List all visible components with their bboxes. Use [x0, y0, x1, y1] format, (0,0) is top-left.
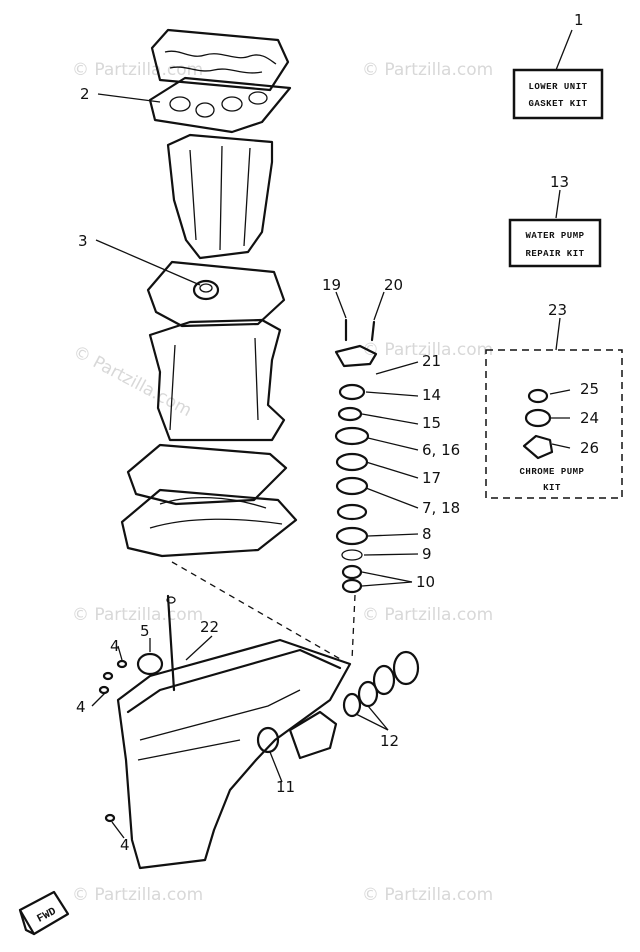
gasket-part — [148, 76, 292, 134]
watermark: © Partzilla.com — [72, 605, 203, 625]
callout: 20 — [384, 276, 403, 294]
callout: 2 — [80, 85, 90, 103]
callout: 11 — [276, 778, 295, 796]
callout: 3 — [78, 232, 88, 250]
callout: 26 — [580, 439, 599, 457]
lower-unit-gasket-kit-box: LOWER UNIT GASKET KIT — [512, 68, 604, 120]
watermark: © Partzilla.com — [362, 60, 493, 80]
callout: 5 — [140, 622, 150, 640]
bolts-part — [98, 659, 128, 823]
kit-label: CHROME PUMP — [520, 467, 585, 477]
callout: 19 — [322, 276, 341, 294]
callout: 12 — [380, 732, 399, 750]
chrome-pump-kit-box: CHROME PUMP KIT — [485, 349, 623, 499]
watermark: © Partzilla.com — [72, 60, 203, 80]
callout: 17 — [422, 469, 441, 487]
watermark: © Partzilla.com — [362, 340, 493, 360]
callout: 9 — [422, 545, 432, 563]
watermark: © Partzilla.com — [70, 342, 195, 421]
kit-label: WATER PUMP — [525, 231, 584, 241]
callout: 21 — [422, 352, 441, 370]
kit-label: GASKET KIT — [528, 99, 587, 109]
seal-part — [136, 652, 164, 676]
callout: 25 — [580, 380, 599, 398]
watermark: © Partzilla.com — [362, 885, 493, 905]
kit-label: REPAIR KIT — [525, 249, 584, 259]
callout: 14 — [422, 386, 441, 404]
callout: 8 — [422, 525, 432, 543]
callout: 10 — [416, 573, 435, 591]
callout: 4 — [76, 698, 86, 716]
callout: 22 — [200, 618, 219, 636]
watermark: © Partzilla.com — [362, 605, 493, 625]
kit-label: KIT — [543, 483, 561, 493]
top-cover-part — [150, 28, 290, 92]
plate-part — [146, 260, 286, 328]
water-pump-stack — [334, 318, 378, 594]
callout: 1 — [574, 11, 584, 29]
lower-unit-case-part — [116, 594, 352, 870]
callout: 13 — [550, 173, 569, 191]
water-pump-repair-kit-box: WATER PUMP REPAIR KIT — [508, 218, 602, 268]
callout: 15 — [422, 414, 441, 432]
callout: 24 — [580, 409, 599, 427]
callout: 4 — [110, 637, 120, 655]
guide-line — [351, 594, 356, 661]
watermark: © Partzilla.com — [72, 885, 203, 905]
callout: 23 — [548, 301, 567, 319]
callout: 4 — [120, 836, 130, 854]
anti-ventilation-plate-part — [120, 443, 298, 558]
exhaust-housing-part — [166, 133, 274, 260]
mid-housing-part — [148, 318, 286, 442]
leader-lines — [91, 29, 573, 839]
kit-label: LOWER UNIT — [528, 82, 587, 92]
callout: 6, 16 — [422, 441, 460, 459]
callout: 7, 18 — [422, 499, 460, 517]
forward-arrow-icon: FWD — [18, 890, 70, 936]
callout-numbers: 1 2 3 13 19 20 23 21 14 15 6, 16 17 7, 1… — [76, 11, 599, 854]
